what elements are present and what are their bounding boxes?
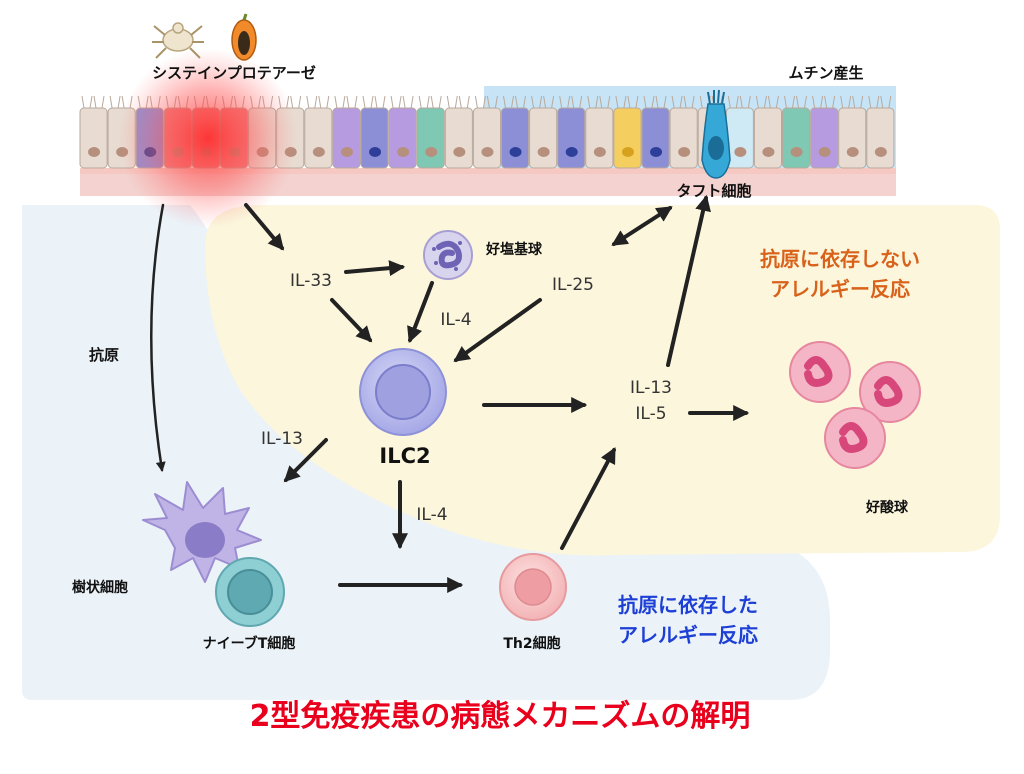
dust-mite-icon (152, 22, 204, 59)
t-cell-icon (215, 557, 285, 627)
epithelial-cell (669, 95, 698, 169)
tuft-cell-label: タフト細胞 (676, 182, 751, 200)
epithelial-cell (641, 95, 670, 169)
epithelial-cell (838, 95, 867, 169)
dendritic-cell-label: 樹状細胞 (72, 579, 128, 596)
th2-cell-label: Th2細胞 (503, 635, 560, 652)
tuft-cell-icon (701, 89, 731, 179)
epithelial-cell (782, 95, 811, 169)
epithelial-cell (613, 95, 642, 169)
antigen-label: 抗原 (89, 346, 119, 364)
dependent-line2: アレルギー反応 (618, 623, 758, 647)
epithelial-cell (529, 95, 558, 169)
arrows (150, 194, 750, 593)
arrow-th2-to-il13-il5 (560, 447, 616, 550)
ilc2-cell-icon (359, 348, 447, 436)
il25-label: IL-25 (552, 275, 594, 295)
epithelial-cell (472, 95, 501, 169)
epithelial-cell (557, 95, 586, 169)
epithelial-cell (725, 95, 754, 169)
papaya-icon (231, 13, 257, 61)
eosinophil-label: 好酸球 (865, 499, 909, 516)
naive-t-cell-label: ナイーブT細胞 (203, 635, 296, 652)
eosinophil-cell-icon (824, 407, 886, 469)
dendritic-cell-icon (142, 481, 262, 583)
arrow-il33-to-basophil (344, 260, 406, 277)
arrow-tuft-il25 (611, 206, 673, 246)
epithelial-cell (501, 95, 530, 169)
arrow-basophil-to-ilc2 (407, 281, 434, 343)
arrow-il33-to-ilc2 (330, 298, 373, 343)
eosinophil-cell-icon (789, 341, 851, 403)
epithelial-cell (444, 95, 473, 169)
eosinophil-cluster (789, 341, 921, 469)
th2-cell-icon (499, 553, 567, 621)
epithelial-cell (332, 95, 361, 169)
epithelial-cell (585, 95, 614, 169)
diagram-title: 2型免疫疾患の病態メカニズムの解明 (250, 699, 751, 734)
epithelial-cell (304, 95, 333, 169)
epithelial-cell (360, 95, 389, 169)
arrow-antigen-to-dendritic (150, 203, 166, 472)
epithelial-cell (810, 95, 839, 169)
basophil-label: 好塩基球 (485, 241, 543, 258)
arrow-ilc2-to-dendritic (283, 438, 328, 483)
basophil-cell-icon (423, 230, 473, 280)
il4-top-label: IL-4 (440, 310, 471, 330)
il13-right-label: IL-13 (630, 378, 672, 398)
independent-line2: アレルギー反応 (770, 277, 910, 301)
epithelial-cell (388, 95, 417, 169)
antigen-independent-zone (205, 205, 1000, 556)
il13-left-label: IL-13 (261, 429, 303, 449)
arrow-il25-to-ilc2 (453, 298, 542, 362)
arrow-il13-to-tuft (666, 194, 711, 367)
dependent-line1: 抗原に依存した (618, 593, 758, 617)
eosinophil-cell-icon (859, 361, 921, 423)
arrow-protease-to-il33 (244, 203, 285, 251)
independent-line1: 抗原に依存しない (760, 247, 920, 271)
ilc2-label: ILC2 (379, 444, 430, 468)
epithelial-cell (416, 95, 445, 169)
il33-label: IL-33 (290, 271, 332, 291)
protease-label: システインプロテアーゼ (152, 64, 316, 82)
epithelium (79, 48, 896, 228)
epithelial-cell (79, 95, 108, 169)
epithelial-cell (753, 95, 783, 169)
protease-damage-glow (118, 48, 298, 228)
mucin-label: ムチン産生 (788, 64, 863, 82)
epithelial-cell (866, 95, 895, 169)
il5-label: IL-5 (635, 404, 666, 424)
il4-bottom-label: IL-4 (416, 505, 447, 525)
